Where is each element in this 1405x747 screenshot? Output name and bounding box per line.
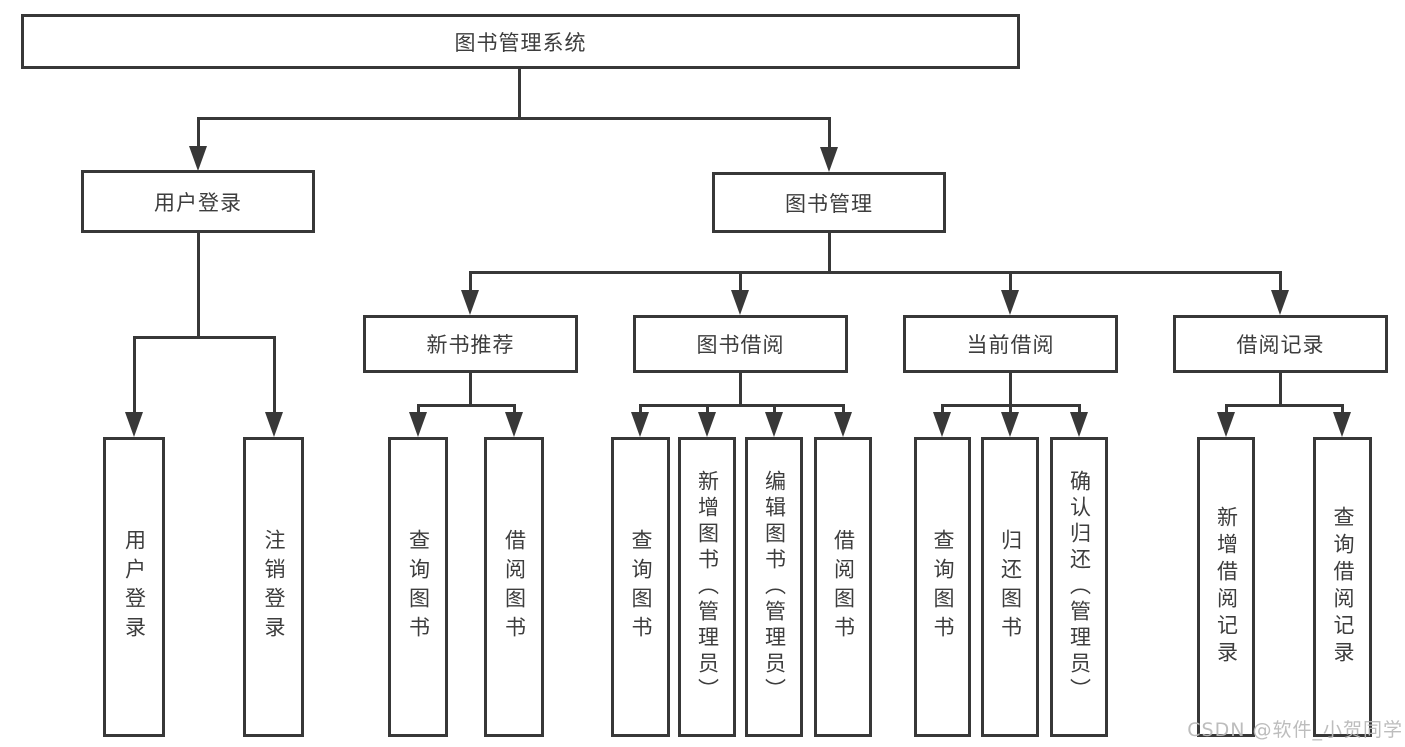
node-label: 归还图书 <box>998 529 1023 645</box>
node-label: 当前借阅 <box>966 333 1055 357</box>
node-label: 确认归还（管理员） <box>1067 470 1092 704</box>
arrow-down-icon <box>731 290 749 315</box>
connector-vline <box>469 373 472 406</box>
arrow-down-icon <box>1001 412 1019 437</box>
leaf-add-borrow-record: 新增借阅记录 <box>1197 437 1255 737</box>
connector-vline <box>197 117 200 148</box>
leaf-query-books-3: 查询图书 <box>914 437 971 737</box>
node-label: 查询图书 <box>406 529 431 645</box>
leaf-user-login: 用户登录 <box>103 437 165 737</box>
node-label: 借阅图书 <box>502 529 527 645</box>
connector-vline <box>1225 404 1228 414</box>
arrow-down-icon <box>1333 412 1351 437</box>
node-current-borrow: 当前借阅 <box>903 315 1118 373</box>
arrow-down-icon <box>765 412 783 437</box>
connector-vline <box>941 404 944 414</box>
connector-hline <box>639 404 845 407</box>
connector-vline <box>828 233 831 274</box>
node-label: 借阅记录 <box>1236 333 1325 357</box>
node-label: 编辑图书（管理员） <box>762 470 787 704</box>
connector-hline <box>197 117 830 120</box>
arrow-down-icon <box>933 412 951 437</box>
connector-vline <box>1279 271 1282 292</box>
leaf-query-borrow-record: 查询借阅记录 <box>1313 437 1372 737</box>
arrow-down-icon <box>820 147 838 172</box>
connector-vline <box>842 404 845 414</box>
leaf-query-books-2: 查询图书 <box>611 437 670 737</box>
connector-vline <box>739 373 742 406</box>
connector-vline <box>1279 373 1282 406</box>
node-label: 用户登录 <box>122 529 147 645</box>
arrow-down-icon <box>1001 290 1019 315</box>
node-label: 图书管理 <box>785 191 873 216</box>
node-label: 用户登录 <box>154 190 242 215</box>
connector-vline <box>133 336 136 414</box>
connector-vline <box>639 404 642 414</box>
connector-hline <box>1225 404 1344 407</box>
arrow-down-icon <box>125 412 143 437</box>
arrow-down-icon <box>505 412 523 437</box>
connector-vline <box>469 271 472 292</box>
connector-vline <box>828 117 831 148</box>
watermark-text: CSDN @软件_小贺同学 <box>1187 719 1403 741</box>
node-label: 查询借阅记录 <box>1331 506 1355 668</box>
node-user-login: 用户登录 <box>81 170 315 233</box>
arrow-down-icon <box>631 412 649 437</box>
arrow-down-icon <box>1217 412 1235 437</box>
node-library-system: 图书管理系统 <box>21 14 1020 69</box>
connector-vline <box>1078 404 1081 414</box>
node-label: 借阅图书 <box>831 529 856 645</box>
arrow-down-icon <box>265 412 283 437</box>
node-label: 查询图书 <box>931 529 955 645</box>
node-book-borrow: 图书借阅 <box>633 315 848 373</box>
connector-vline <box>417 404 420 414</box>
connector-hline <box>469 271 1282 274</box>
leaf-add-book-admin: 新增图书（管理员） <box>678 437 736 737</box>
leaf-borrow-books-1: 借阅图书 <box>484 437 544 737</box>
node-borrow-records: 借阅记录 <box>1173 315 1388 373</box>
arrow-down-icon <box>409 412 427 437</box>
node-label: 新增借阅记录 <box>1214 506 1239 668</box>
node-label: 注销登录 <box>262 529 286 645</box>
arrow-down-icon <box>834 412 852 437</box>
connector-hline <box>417 404 516 407</box>
connector-vline <box>1341 404 1344 414</box>
connector-vline <box>1009 373 1012 406</box>
leaf-confirm-return-admin: 确认归还（管理员） <box>1050 437 1108 737</box>
leaf-logout-login: 注销登录 <box>243 437 304 737</box>
node-label: 新增图书（管理员） <box>695 470 720 704</box>
connector-vline <box>773 404 776 414</box>
connector-vline <box>1009 271 1012 292</box>
arrow-down-icon <box>461 290 479 315</box>
connector-vline <box>513 404 516 414</box>
connector-vline <box>197 233 200 338</box>
arrow-down-icon <box>698 412 716 437</box>
node-label: 查询图书 <box>629 529 653 645</box>
leaf-query-books-1: 查询图书 <box>388 437 448 737</box>
arrow-down-icon <box>189 146 207 171</box>
leaf-return-books: 归还图书 <box>981 437 1039 737</box>
arrow-down-icon <box>1271 290 1289 315</box>
node-label: 新书推荐 <box>426 333 515 357</box>
connector-hline <box>133 336 275 339</box>
leaf-edit-book-admin: 编辑图书（管理员） <box>745 437 803 737</box>
connector-vline <box>273 336 276 414</box>
connector-vline <box>706 404 709 414</box>
node-label: 图书管理系统 <box>454 30 587 55</box>
connector-vline <box>518 68 521 118</box>
leaf-borrow-books-2: 借阅图书 <box>814 437 872 737</box>
node-new-book-recommend: 新书推荐 <box>363 315 578 373</box>
connector-vline <box>739 271 742 292</box>
connector-vline <box>1009 404 1012 414</box>
node-book-management: 图书管理 <box>712 172 946 233</box>
node-label: 图书借阅 <box>696 333 785 357</box>
arrow-down-icon <box>1070 412 1088 437</box>
